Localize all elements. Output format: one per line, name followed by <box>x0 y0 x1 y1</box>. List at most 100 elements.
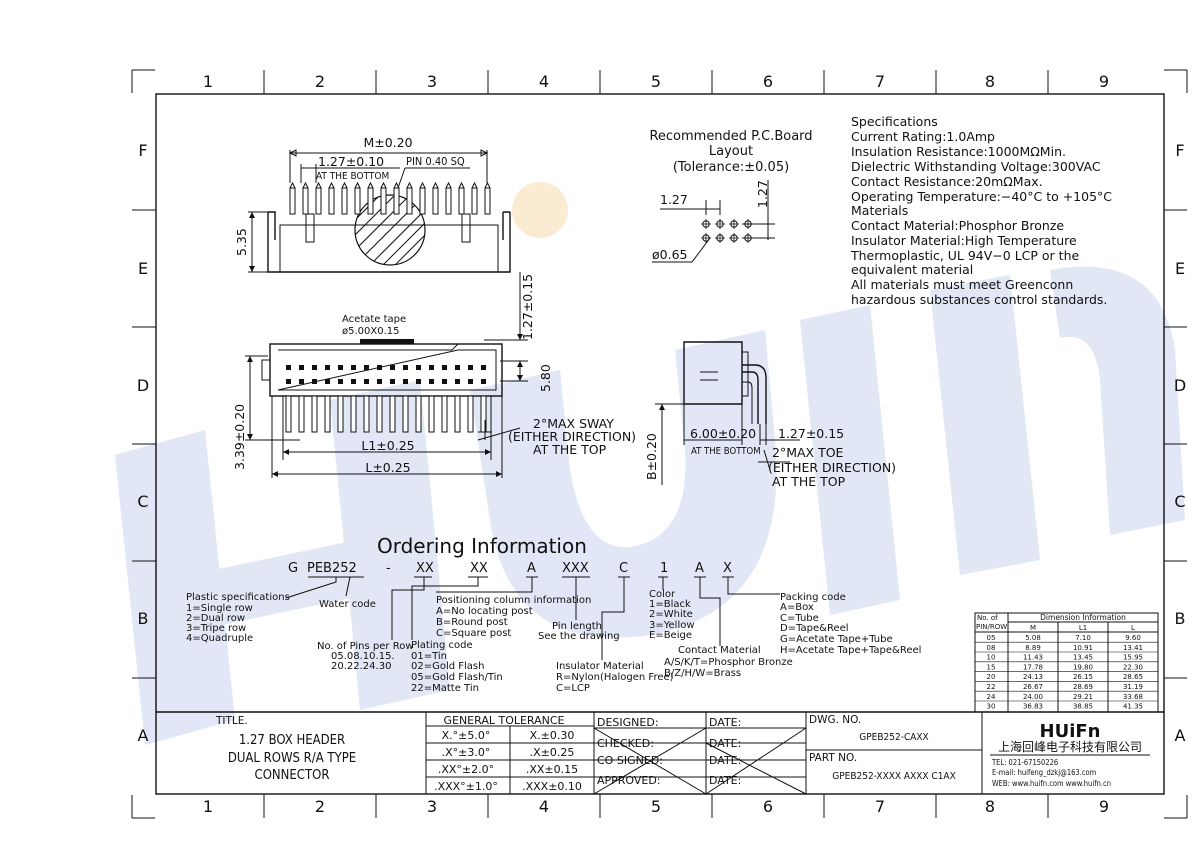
pin-note: PIN 0.40 SQ <box>406 155 465 168</box>
insulator-line: R=Nylon(Halogen Free) <box>556 672 674 683</box>
packing-line: C=Tube <box>780 613 819 624</box>
table-title: Dimension Information <box>1040 613 1126 622</box>
packing-line: G=Acetate Tape+Tube <box>780 634 893 645</box>
pin <box>432 187 439 215</box>
dwg-label: DWG. NO. <box>809 714 861 726</box>
contact-hole <box>390 379 395 384</box>
row-label: A <box>138 726 149 745</box>
col-label: 4 <box>539 72 549 91</box>
pcb-dim-h: 1.27 <box>660 192 688 207</box>
contact-hole <box>286 379 291 384</box>
pin <box>367 187 374 215</box>
tol-cell: .XXX±0.10 <box>522 780 582 793</box>
code-part: C <box>619 561 628 576</box>
dimension-table: No. of PIN/ROW Dimension Information M L… <box>974 612 1159 713</box>
pin <box>376 395 383 433</box>
insulator-line: Insulator Material <box>556 661 644 672</box>
table-col0: PIN/ROW <box>976 623 1007 631</box>
table-cell: 13.45 <box>1073 654 1093 662</box>
company-email: E-mail: huifeng_dzkj@163.com <box>992 768 1096 777</box>
side-dim-600-note: AT THE BOTTOM <box>691 446 761 457</box>
pin <box>354 187 361 215</box>
dim-339: 3.39±0.20 <box>232 404 247 470</box>
part-label: PART NO. <box>809 752 857 764</box>
code-part: A <box>695 561 704 576</box>
title-label: TITLE. <box>215 715 248 727</box>
contact-hole <box>338 379 343 384</box>
company-logo: HUiFn <box>1040 721 1101 742</box>
contact-hole <box>377 379 382 384</box>
table-cell: 29.21 <box>1073 693 1093 701</box>
contact-hole <box>325 379 330 384</box>
spec-line: Dielectric Withstanding Voltage:300VAC <box>851 159 1101 174</box>
specifications: Specifications Current Rating:1.0Amp Ins… <box>850 114 1112 307</box>
insulator-line: C=LCP <box>556 683 590 694</box>
title-line: CONNECTOR <box>255 768 330 783</box>
row-label: D <box>1174 376 1186 395</box>
table-cell: 11.43 <box>1023 654 1043 662</box>
table-cell: 22.30 <box>1123 663 1143 671</box>
table-cell: 26.67 <box>1023 683 1043 691</box>
table-cell: 24 <box>987 693 996 701</box>
contact-hole <box>351 379 356 384</box>
contact-hole <box>481 379 486 384</box>
code-part: XXX <box>562 561 589 576</box>
table-cell: 24.00 <box>1023 693 1043 701</box>
col-label: 5 <box>651 797 661 816</box>
dim-m: M±0.20 <box>363 135 412 150</box>
spec-line: Contact Resistance:20mΩMax. <box>851 174 1043 189</box>
contact-line: Contact Material <box>678 645 761 656</box>
pin <box>458 187 465 215</box>
watermark-dot <box>512 182 568 238</box>
col-label: 9 <box>1099 72 1109 91</box>
pin <box>289 187 296 215</box>
table-cell: 38.85 <box>1073 703 1093 711</box>
col-label: 2 <box>315 72 325 91</box>
contact-hole <box>299 379 304 384</box>
row-label: F <box>138 141 147 160</box>
pin <box>471 187 478 215</box>
position-line: Positioning column information <box>436 595 591 606</box>
code-part: A <box>527 561 536 576</box>
front-view: M±0.20 1.27±0.10 AT THE BOTTOM PIN 0.40 … <box>234 135 511 273</box>
title-block: TITLE. 1.27 BOX HEADER DUAL ROWS R/A TYP… <box>156 711 1164 795</box>
tol-cell: .XXX°±1.0° <box>434 780 498 793</box>
col-label: 6 <box>763 72 773 91</box>
company-name: 上海回峰电子科技有限公司 <box>998 739 1142 754</box>
pin <box>419 187 426 215</box>
color-line: 3=Yellow <box>649 620 695 631</box>
spec-line: Operating Temperature:−40°C to +105°C <box>851 189 1112 204</box>
side-dim-127: 1.27±0.15 <box>778 426 844 441</box>
packing-line: A=Box <box>780 602 814 613</box>
plating-line: Plating code <box>411 640 473 651</box>
code-part: 1 <box>660 561 668 576</box>
table-cell: 26.15 <box>1073 673 1093 681</box>
row-label: C <box>1174 492 1185 511</box>
pin <box>484 187 491 215</box>
col-label: 6 <box>763 797 773 816</box>
pin <box>406 187 413 215</box>
table-cell: 9.60 <box>1125 634 1141 642</box>
contact-hole <box>468 379 473 384</box>
tol-header: GENERAL TOLERANCE <box>443 714 564 727</box>
code-part: XX <box>470 561 488 576</box>
table-cell: 13.41 <box>1123 644 1143 652</box>
table-cell: 31.19 <box>1123 683 1143 691</box>
col-label: 4 <box>539 797 549 816</box>
sway-2: (EITHER DIRECTION) <box>508 429 636 444</box>
grid-labels: 1 2 3 4 5 6 7 8 9 1 2 3 4 5 6 7 8 9 F E … <box>137 72 1186 816</box>
table-header: M <box>1030 624 1036 632</box>
table-cell: 24.13 <box>1023 673 1043 681</box>
position-line: B=Round post <box>436 617 508 628</box>
pin <box>315 187 322 215</box>
table-cell: 10.91 <box>1073 644 1093 652</box>
pin <box>380 187 387 215</box>
spec-line: equivalent material <box>851 262 973 277</box>
plastic-line: 1=Single row <box>186 603 253 614</box>
col-label: 1 <box>203 797 213 816</box>
contact-hole <box>468 365 473 370</box>
tape-label: Acetate tape <box>342 314 406 325</box>
pins-line: 20.22.24.30 <box>331 661 391 672</box>
color-line: Color <box>649 589 676 600</box>
contact-line: A/S/K/T=Phosphor Bronze <box>664 657 793 668</box>
